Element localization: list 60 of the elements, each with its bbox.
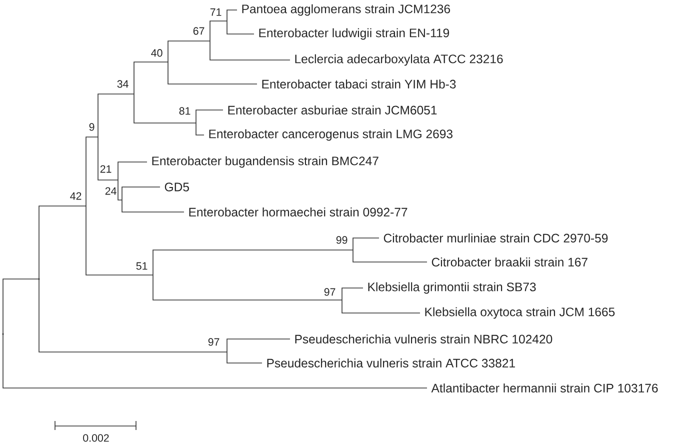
taxon-label: Enterobacter hormaechei strain 0992-77 (189, 208, 408, 216)
taxon-label: Klebsiella oxytoca strain JCM 1665 (425, 307, 615, 319)
bootstrap-value: 42 (70, 192, 82, 200)
tree-branch (98, 94, 134, 138)
tree-branch (226, 338, 290, 352)
bootstrap-value: 24 (105, 187, 116, 195)
tree-branch (226, 352, 262, 364)
tree-branch (210, 20, 228, 42)
tree-branch (98, 136, 118, 180)
taxon-label: Citrobacter murliniae strain CDC 2970-59 (384, 234, 608, 242)
tree-branch (118, 162, 148, 180)
tree-branch (134, 62, 168, 94)
taxon-label: Pseudescherichia vulneris strain ATCC 33821 (267, 358, 515, 368)
tree-branch (152, 250, 354, 276)
taxon-label: Pantoea agglomerans strain JCM1236 (242, 4, 450, 16)
taxon-label: Enterobacter asburiae strain JCM6051 (228, 106, 437, 114)
tree-branch (342, 300, 420, 314)
tree-branch (118, 180, 122, 200)
tree-branch (2, 334, 428, 388)
taxon-label: Enterobacter cancerogenus strain LMG 2693 (209, 129, 452, 141)
tree-branch (86, 206, 154, 276)
tree-branch (134, 94, 196, 124)
tree-branch (2, 278, 40, 334)
bootstrap-value: 51 (136, 262, 148, 270)
tree-branch (352, 238, 380, 250)
taxon-label: GD5 (164, 182, 189, 192)
bootstrap-value: 81 (179, 107, 190, 115)
bootstrap-value: 9 (89, 123, 94, 131)
taxon-label: Citrobacter braakii strain 167 (432, 258, 588, 266)
tree-branch (342, 288, 364, 300)
taxon-label: Atlantibacter hermannii strain CIP 103176 (431, 384, 658, 392)
taxon-label: Pseudescherichia vulneris strain NBRC 102420 (295, 334, 552, 344)
bootstrap-value: 21 (100, 165, 112, 173)
tree-branch (196, 110, 224, 124)
tree-branch (152, 274, 342, 300)
taxon-label: Enterobacter ludwigii strain EN-119 (259, 28, 450, 40)
tree-branch (210, 40, 290, 60)
tree-branch (168, 62, 258, 84)
tree-branch (38, 206, 86, 280)
tree-branch (168, 40, 210, 62)
tree-branch (38, 278, 228, 352)
taxon-label: Leclercia adecarboxylata ATCC 23216 (295, 54, 503, 66)
bootstrap-value: 97 (208, 338, 220, 346)
bootstrap-value: 99 (336, 236, 348, 244)
tree-branch (352, 250, 428, 262)
bootstrap-value: 34 (117, 80, 128, 88)
bootstrap-value: 67 (193, 27, 204, 35)
taxon-label: Enterobacter tabaci strain YIM Hb-3 (262, 80, 456, 88)
bootstrap-value: 40 (151, 49, 162, 57)
taxon-label: Enterobacter bugandensis strain BMC247 (152, 156, 378, 168)
scale-label: 0.002 (83, 434, 109, 442)
tree-branch (122, 186, 160, 200)
bootstrap-value: 97 (324, 288, 336, 296)
tree-branch (226, 10, 238, 22)
tree-branch (86, 136, 98, 206)
tree-branch (196, 122, 204, 136)
taxon-label: Klebsiella grimontii strain SB73 (368, 282, 536, 294)
tree-branch (122, 200, 184, 212)
tree-branch (226, 20, 254, 34)
bootstrap-value: 71 (210, 8, 222, 16)
